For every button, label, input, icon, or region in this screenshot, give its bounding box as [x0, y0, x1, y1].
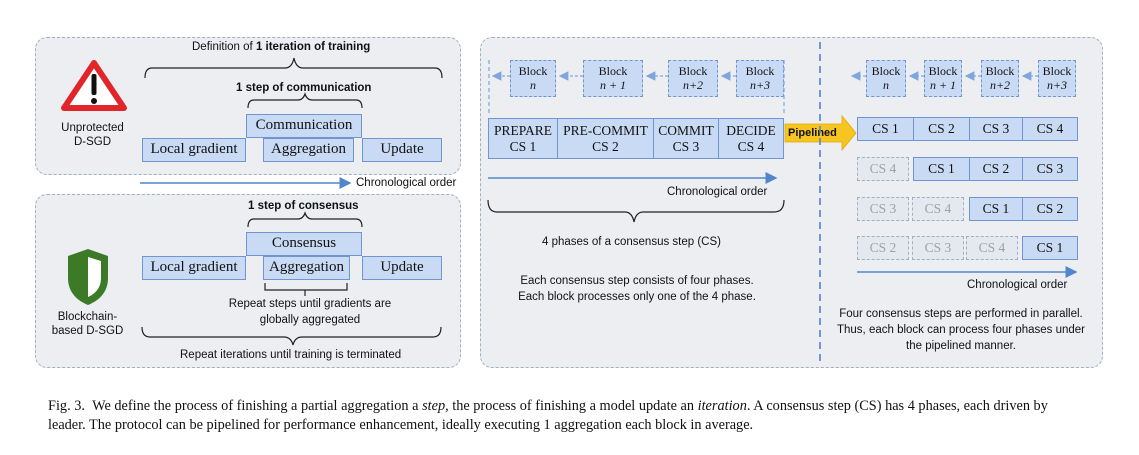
blockchain-panel	[35, 194, 461, 368]
caption-fig: Fig. 3.	[48, 398, 85, 414]
update-box: Update	[362, 138, 442, 162]
unprotected-title-line2: D-SGD	[73, 136, 112, 148]
caption-text-1: We define the process of finishing a par…	[92, 398, 423, 414]
pipeline-cell-faded: CS 4	[966, 236, 1018, 260]
pipeline-cell: CS 1	[969, 197, 1023, 221]
repeat-steps-line1: Repeat steps until gradients are	[228, 298, 392, 310]
pipeline-cell-faded: CS 3	[912, 236, 964, 260]
repeat-iterations-label: Repeat iterations until training is term…	[180, 349, 402, 361]
pipeline-cell-faded: CS 2	[857, 236, 909, 260]
pipeline-cell-faded: CS 4	[857, 157, 909, 181]
figure-caption: Fig. 3. We define the process of finishi…	[48, 397, 1088, 435]
local-gradient-box-2: Local gradient	[142, 256, 246, 280]
middle-note-line2: Each block processes only one of the 4 p…	[518, 291, 756, 303]
aggregation-box: Aggregation	[263, 138, 354, 162]
right-note-line1: Four consensus steps are performed in pa…	[839, 308, 1083, 320]
four-phases-label: 4 phases of a consensus step (CS)	[542, 236, 721, 248]
pipelined-label: Pipelined	[788, 127, 837, 139]
caption-step: step	[422, 398, 446, 414]
pipeline-cell: CS 2	[913, 117, 970, 141]
pipeline-cell: CS 4	[1022, 117, 1078, 141]
pipeline-cell: CS 3	[1022, 157, 1078, 181]
caption-text-3: . A consensus step (CS) has 4 phases, ea…	[48, 398, 1048, 433]
right-chronological-label: Chronological order	[967, 279, 1068, 291]
pipeline-cell: CS 1	[1022, 236, 1078, 260]
blockchain-title-line1: Blockchain-	[57, 311, 118, 323]
unprotected-title-line1: Unprotected	[61, 122, 124, 134]
pipeline-cell-faded: CS 4	[912, 197, 964, 221]
aggregation-box-2: Aggregation	[263, 256, 350, 280]
pipeline-cell: CS 1	[913, 157, 970, 181]
definition-label: Definition of 1 iteration of training	[192, 41, 371, 53]
pipeline-cell: CS 1	[857, 117, 914, 141]
right-note-line3: the pipelined manner.	[906, 340, 1016, 352]
step-of-consensus-label: 1 step of consensus	[248, 200, 359, 212]
pipeline-cell-faded: CS 3	[857, 197, 909, 221]
pipeline-cell: CS 3	[969, 117, 1023, 141]
right-note-line2: Thus, each block can process four phases…	[836, 324, 1086, 336]
local-gradient-box: Local gradient	[142, 138, 246, 162]
middle-chronological-label: Chronological order	[667, 186, 768, 198]
caption-iteration: iteration	[697, 398, 747, 414]
chronological-order-label: Chronological order	[356, 177, 457, 189]
update-box-2: Update	[362, 256, 442, 280]
middle-note-line1: Each consensus step consists of four pha…	[520, 275, 754, 287]
consensus-box: Consensus	[246, 232, 362, 256]
blockchain-title-line2: based D-SGD	[51, 325, 124, 337]
repeat-steps-line2: globally aggregated	[259, 314, 361, 326]
caption-text-2: , the process of finishing a model updat…	[445, 398, 698, 414]
pipeline-cell: CS 2	[1022, 197, 1078, 221]
communication-box: Communication	[246, 114, 362, 138]
pipeline-cell: CS 2	[969, 157, 1023, 181]
step-of-communication-label: 1 step of communication	[236, 82, 372, 94]
